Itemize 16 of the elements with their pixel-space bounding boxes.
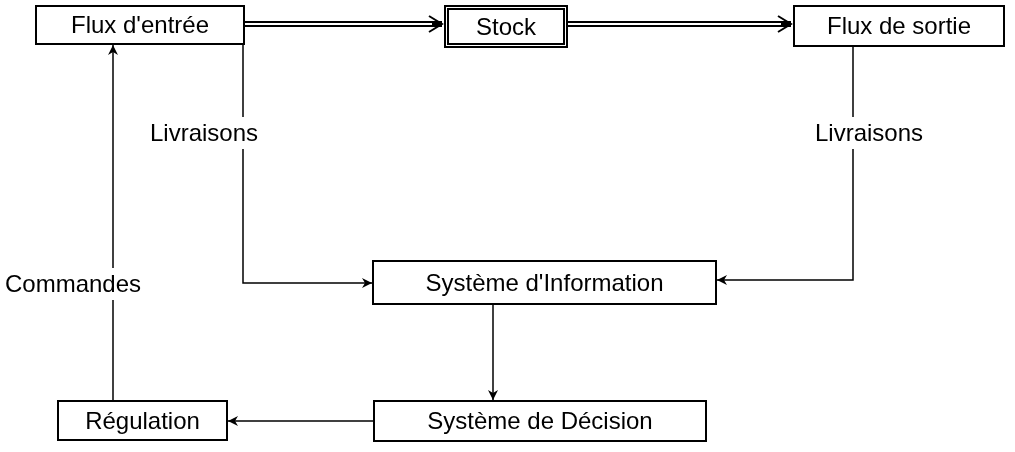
arrow: [716, 46, 854, 285]
process-box: Système d'Information: [372, 260, 717, 305]
double-arrow: [245, 15, 443, 33]
process-box: Système de Décision: [373, 400, 707, 442]
arrow: [242, 44, 373, 288]
double-arrow: [568, 15, 792, 33]
edge-label: Livraisons: [815, 117, 924, 149]
edge-label: Livraisons: [150, 117, 259, 149]
process-box: Flux de sortie: [793, 5, 1005, 47]
double-bordered-box: Stock: [444, 5, 568, 48]
process-box: Régulation: [57, 400, 228, 441]
process-box: Flux d'entrée: [35, 5, 245, 45]
arrow: [108, 44, 118, 401]
edge-label: Commandes: [5, 268, 142, 300]
arrow: [227, 416, 374, 426]
arrow: [488, 304, 498, 401]
